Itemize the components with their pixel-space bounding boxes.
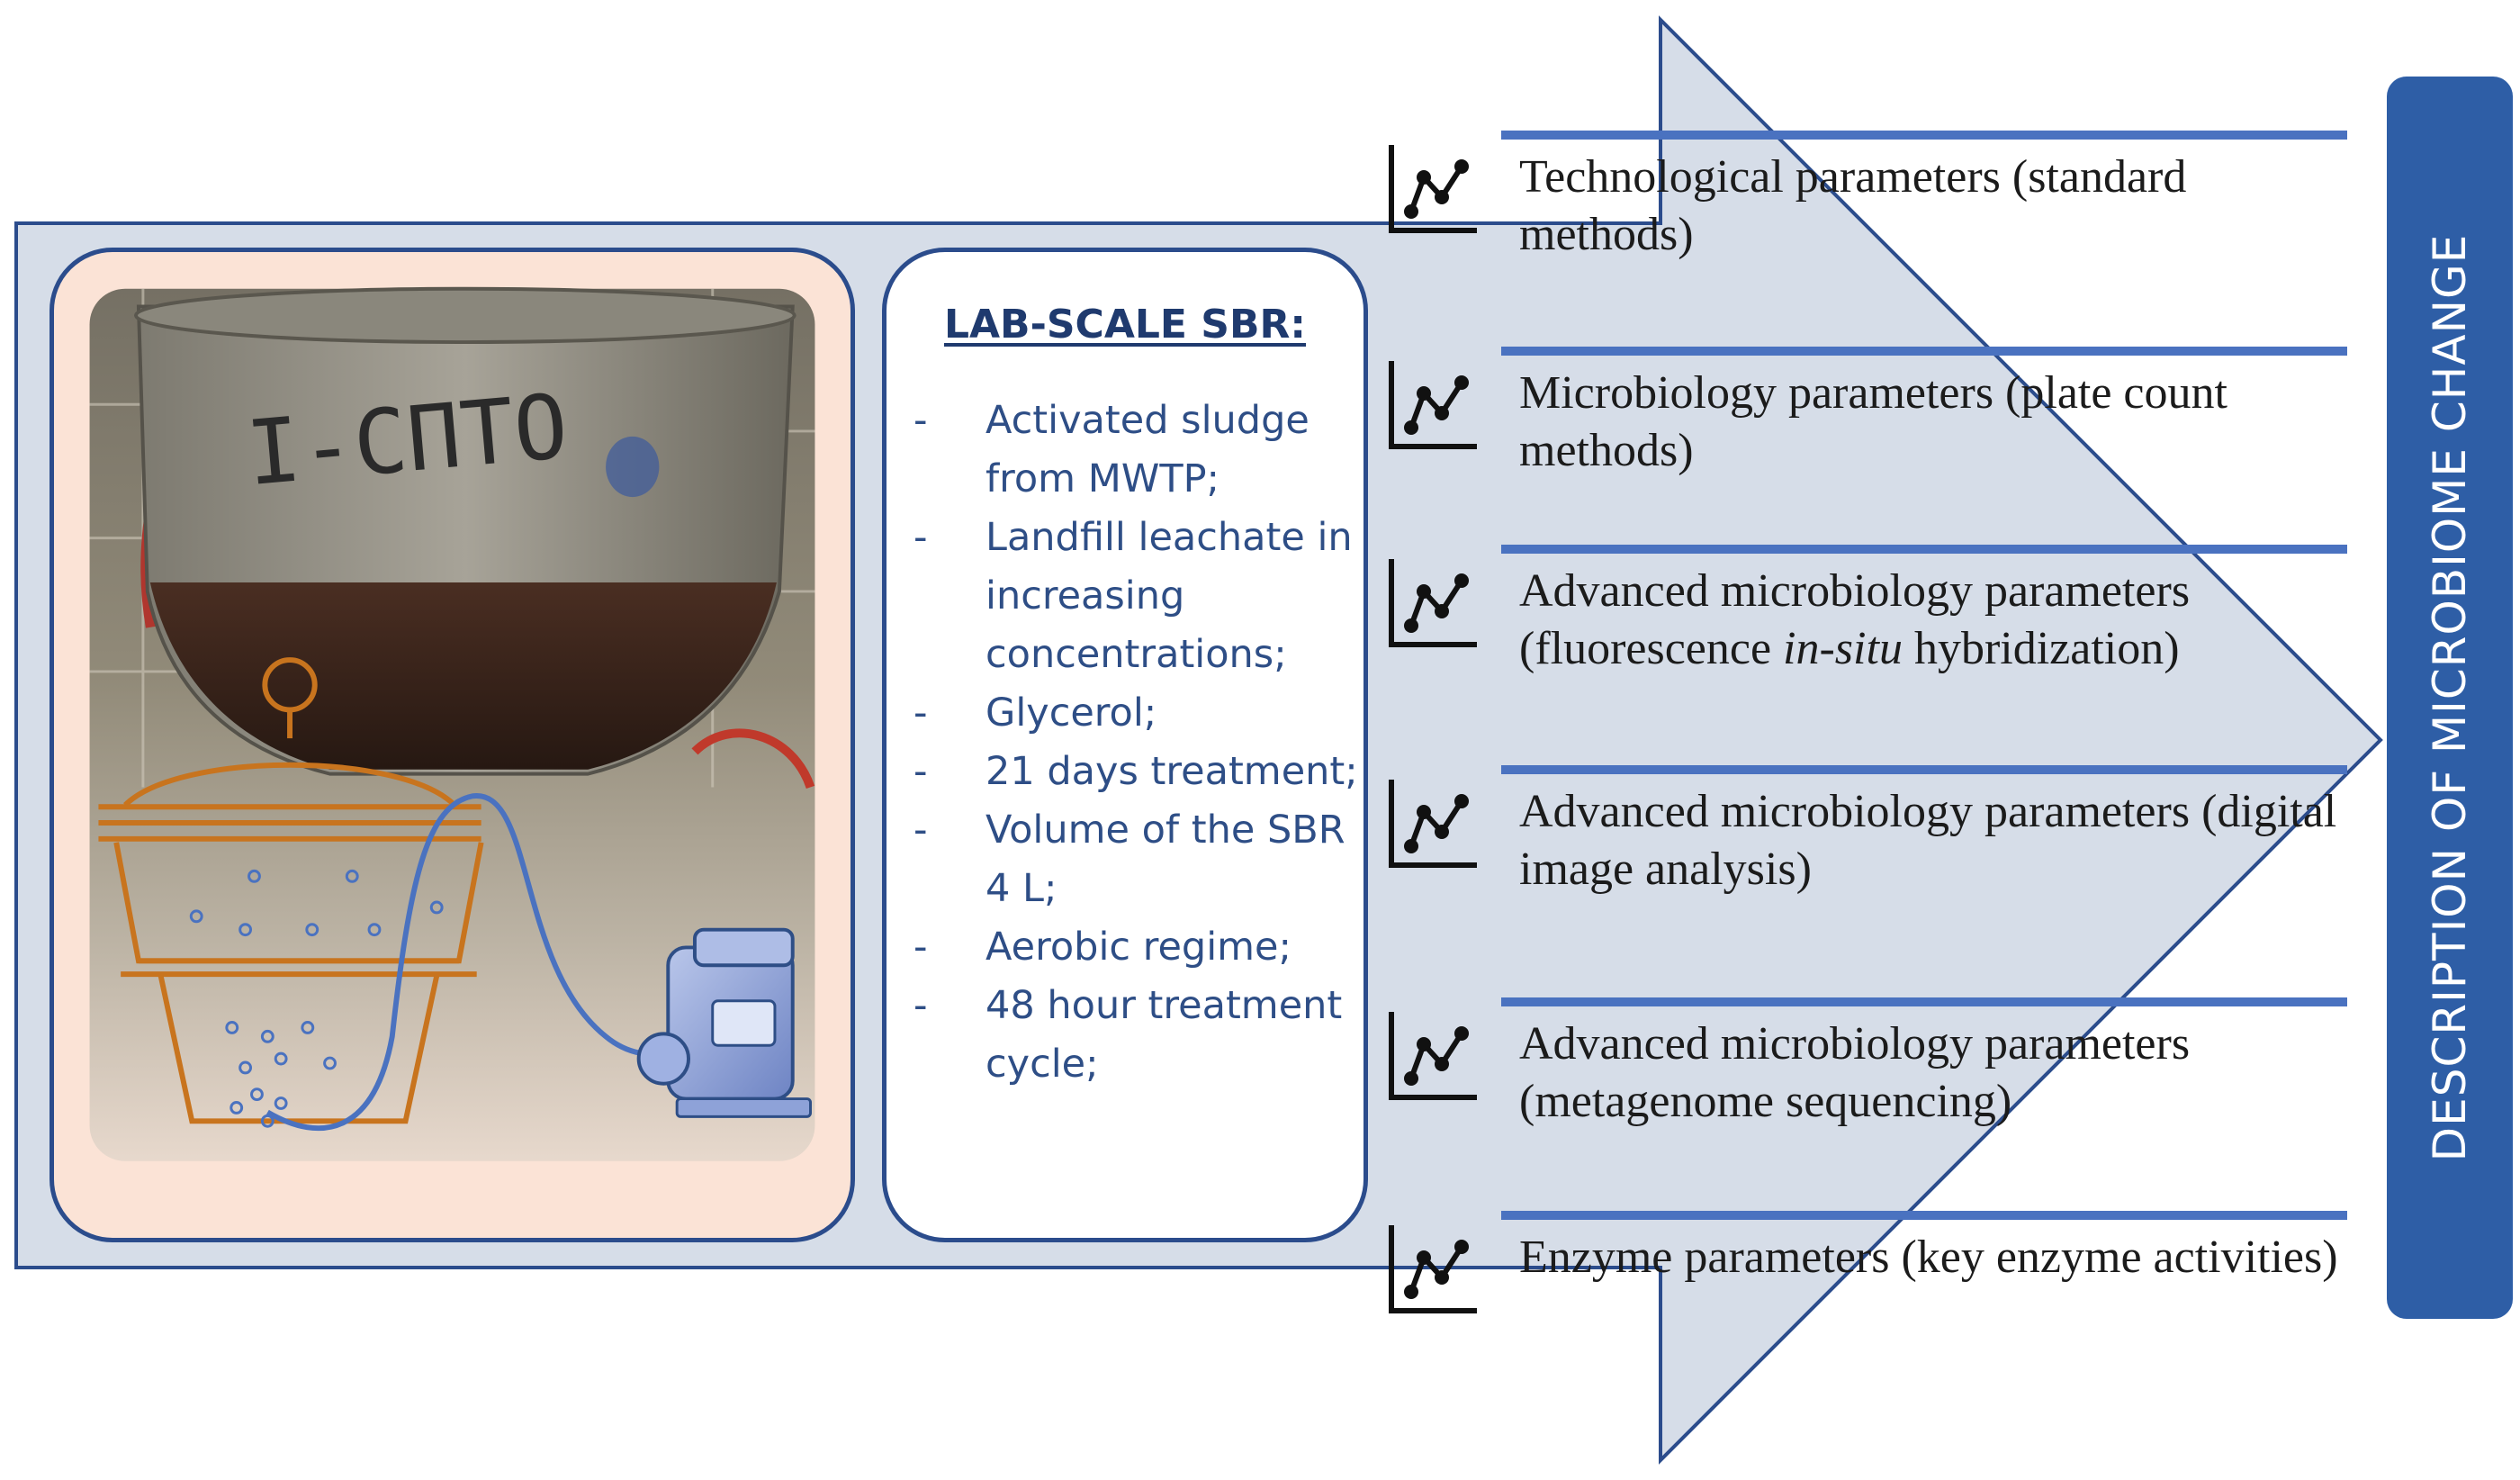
air-tube <box>266 793 669 1132</box>
red-tube-right <box>691 728 815 790</box>
parameter-label: Enzyme parameters (key enzyme activities… <box>1519 1232 2338 1283</box>
list-item: 21 days treatment; <box>914 743 1364 801</box>
vessel-rim <box>133 286 796 345</box>
label-italic: in-situ <box>1783 623 1903 674</box>
chart-line-icon <box>1389 1012 1477 1100</box>
chart-line-icon <box>1389 145 1477 233</box>
list-item: Glycerol; <box>914 684 1364 743</box>
list-item: Volume of the SBR 4 L; <box>914 801 1364 918</box>
row-divider-line <box>1501 545 2347 554</box>
parameter-row-microbiology: Microbiology parameters (plate count met… <box>1386 347 2358 491</box>
lab-box-title: LAB-SCALE SBR: <box>943 302 1307 347</box>
microbiome-change-banner: DESCRIPTION OF MICROBIOME CHANGE <box>2387 77 2513 1319</box>
sludge-liquid <box>149 582 777 770</box>
parameter-row-metagenome: Advanced microbiology parameters (metage… <box>1386 997 2358 1142</box>
parameter-label: Advanced microbiology parameters (metage… <box>1519 1018 2191 1127</box>
stain-mark <box>606 436 660 498</box>
row-divider-line <box>1501 1211 2347 1220</box>
parameter-row-enzyme: Enzyme parameters (key enzyme activities… <box>1386 1211 2358 1355</box>
banner-label: DESCRIPTION OF MICROBIOME CHANGE <box>2424 233 2476 1162</box>
lab-scale-sbr-box: LAB-SCALE SBR: Activated sludge from MWT… <box>882 248 1368 1242</box>
air-bubbles <box>189 869 444 1128</box>
row-divider-line <box>1501 131 2347 140</box>
desiccator-drawing <box>98 657 484 1124</box>
parameter-label: Microbiology parameters (plate count met… <box>1519 367 2228 476</box>
reactor-illustration: I-СПТО <box>89 286 815 1161</box>
list-item: 48 hour treatment cycle; <box>914 977 1364 1094</box>
reactor-photo-panel: I-СПТО <box>50 248 855 1242</box>
parameter-row-image-analysis: Advanced microbiology parameters (digita… <box>1386 765 2358 909</box>
list-item: Activated sludge from MWTP; <box>914 392 1364 509</box>
parameter-label: Technological parameters (standard metho… <box>1519 151 2187 260</box>
chart-line-icon <box>1389 361 1477 449</box>
chart-line-icon <box>1389 1225 1477 1313</box>
parameter-row-fish: Advanced microbiology parameters (fluore… <box>1386 545 2358 689</box>
list-item: Landfill leachate in increasing concentr… <box>914 509 1364 684</box>
chart-line-icon <box>1389 780 1477 868</box>
parameter-row-technological: Technological parameters (standard metho… <box>1386 131 2358 275</box>
label-text: hybridization) <box>1902 623 2180 674</box>
row-divider-line <box>1501 997 2347 1006</box>
list-item: Aerobic regime; <box>914 918 1364 977</box>
lab-conditions-list: Activated sludge from MWTP; Landfill lea… <box>914 392 1364 1094</box>
row-divider-line <box>1501 765 2347 774</box>
parameter-label: Advanced microbiology parameters (fluore… <box>1519 563 2356 678</box>
parameter-label: Advanced microbiology parameters (digita… <box>1519 786 2337 895</box>
chart-line-icon <box>1389 559 1477 647</box>
row-divider-line <box>1501 347 2347 356</box>
air-pump-icon <box>636 927 812 1118</box>
label-text: Advanced microbiology parameters (fluore… <box>1519 565 2191 674</box>
